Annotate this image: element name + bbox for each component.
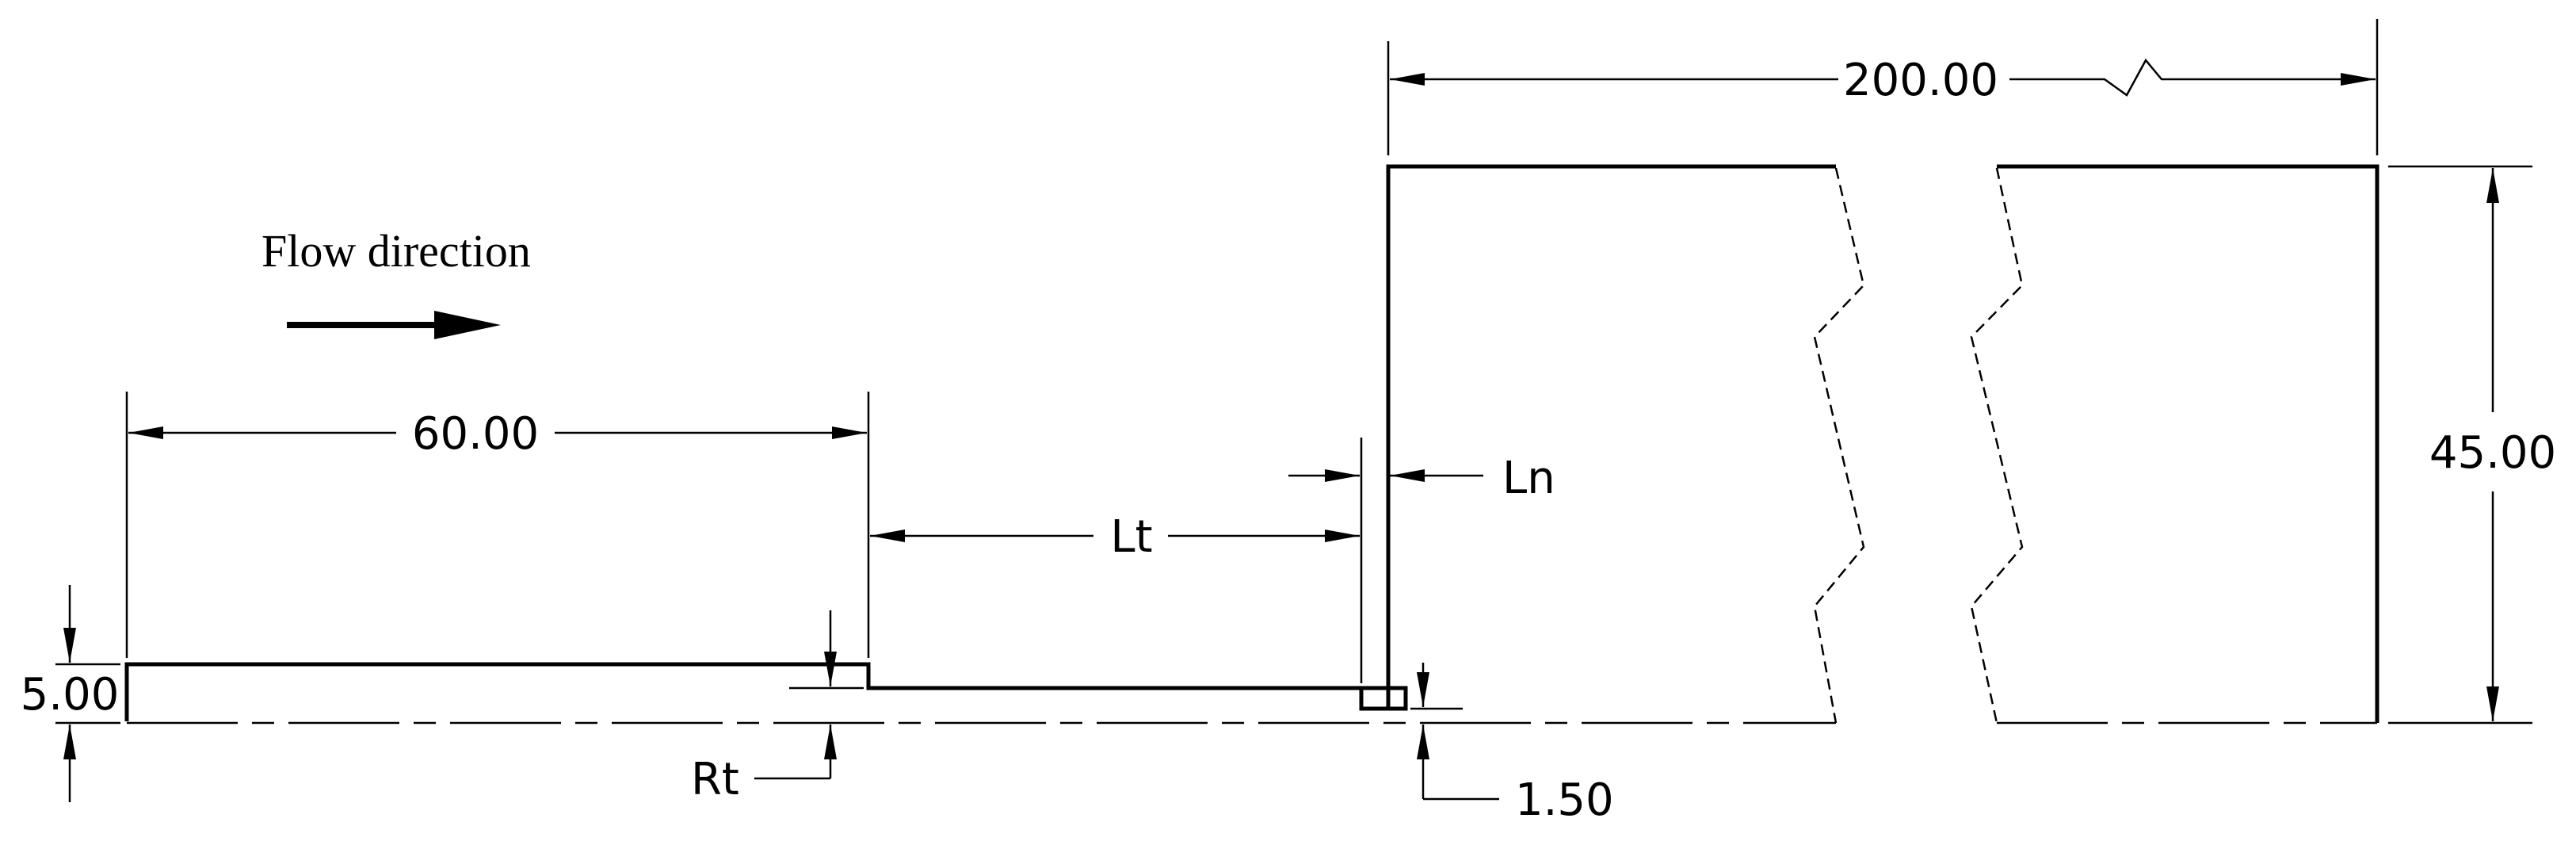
dimension-label-200: 200.00 — [1843, 55, 1998, 106]
dimension-label-60: 60.00 — [412, 408, 539, 460]
dimension-throat-length: Lt — [870, 438, 1363, 683]
flow-direction-label: Flow direction — [261, 225, 531, 277]
dimension-label-ln: Ln — [1502, 453, 1555, 504]
dimension-label-lt: Lt — [1110, 511, 1152, 563]
dimension-inlet-length: 60.00 — [125, 392, 870, 658]
dimension-label-45: 45.00 — [2429, 427, 2556, 479]
geometry-outline — [124, 164, 2379, 723]
dimension-lip-gap: 1.50 — [1410, 663, 1614, 826]
dimension-inlet-height: 5.00 — [21, 585, 120, 802]
dimension-label-rt: Rt — [691, 754, 739, 805]
break-lines — [1813, 167, 2024, 724]
dimension-nozzle-lip: Ln — [1288, 453, 1555, 504]
dimension-domain-height: 45.00 — [2388, 165, 2556, 725]
dimension-total-length: 200.00 — [1387, 19, 2379, 155]
dimension-label-1-50: 1.50 — [1515, 774, 1614, 826]
flow-direction-arrow-icon — [287, 311, 501, 339]
dimension-throat-radius: Rt — [691, 610, 864, 805]
dimension-label-5: 5.00 — [21, 669, 120, 721]
